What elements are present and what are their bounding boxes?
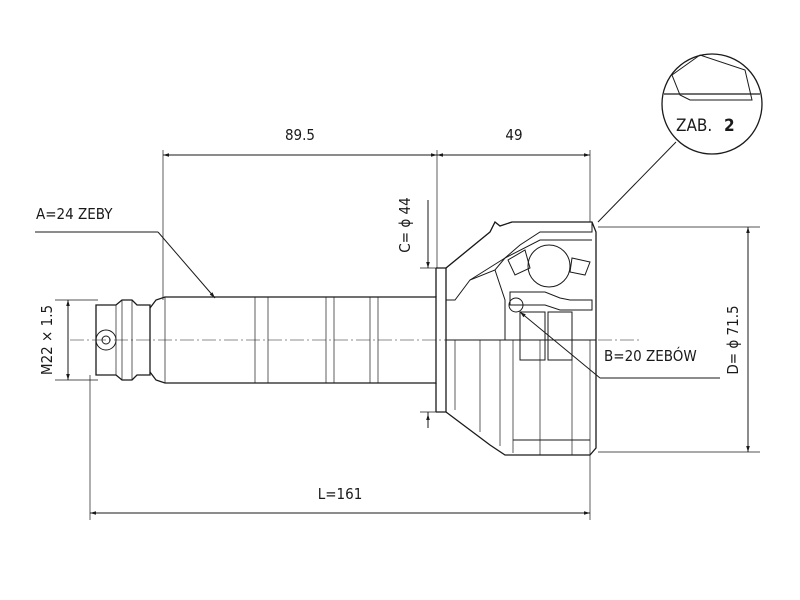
detail-label: ZAB.	[676, 116, 712, 136]
seal-diameter-dimension: C= ϕ 44	[396, 197, 440, 428]
inner-teeth-callout: B=20 ZEBÓW	[519, 311, 720, 379]
detail-number: 2	[724, 116, 735, 136]
outer-housing	[445, 220, 597, 456]
axle-shaft	[95, 296, 437, 384]
outer-diameter-dimension: D= ϕ 71.5	[598, 226, 760, 453]
bolt-hole	[95, 329, 117, 351]
outer-diameter-label: D= ϕ 71.5	[724, 305, 742, 374]
outer-teeth-callout: A=24 ZEBY	[35, 205, 216, 299]
detail-callout: ZAB. 2	[597, 53, 763, 223]
joint-ball	[527, 244, 571, 288]
total-length-dimension: L=161	[89, 375, 591, 520]
total-length-label: L=161	[318, 485, 363, 503]
dimension-housing-length: 49	[437, 126, 591, 222]
dimension-shaft-length: 89.5	[162, 126, 438, 300]
outer-teeth-label: A=24 ZEBY	[36, 205, 113, 223]
thread-dimension: M22 × 1.5	[38, 299, 98, 381]
seal-diameter-label: C= ϕ 44	[396, 197, 414, 252]
cage-ball	[508, 297, 524, 313]
dim-housing-length-value: 49	[505, 126, 522, 144]
thread-label: M22 × 1.5	[38, 305, 56, 375]
inner-teeth-label: B=20 ZEBÓW	[604, 346, 697, 365]
dim-shaft-length-value: 89.5	[285, 126, 315, 144]
